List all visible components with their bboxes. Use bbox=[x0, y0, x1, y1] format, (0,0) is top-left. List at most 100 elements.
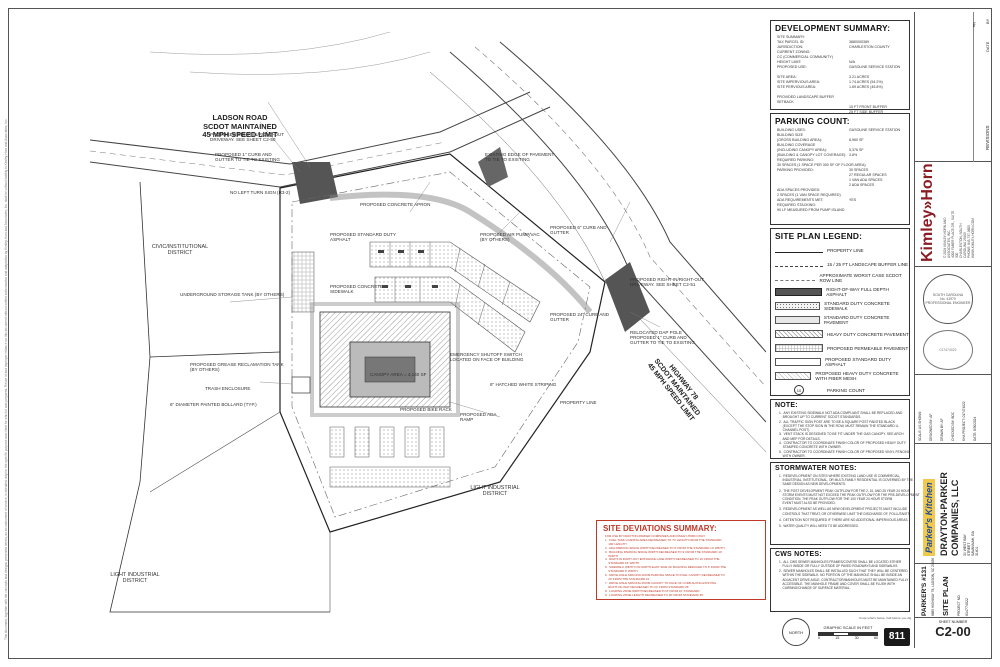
note-line: ADJACENT DRIVE AISLE. CONTRACTOR/MANHOLE… bbox=[779, 577, 909, 582]
note-line: WIDTH bbox=[605, 553, 618, 558]
summary-key: SITE SUMMARY: bbox=[777, 35, 806, 39]
callout-curb-gutter-top: PROPOSED 1'' CURB AND GUTTER TO TIE TO E… bbox=[215, 152, 280, 163]
note-line: ACCESSIBLE. THE MANHOLE FRAME AND COVER … bbox=[779, 582, 896, 587]
note-line: 5. WATER QUALITY WILL NEED TO BE ADDRESS… bbox=[779, 524, 859, 529]
summary-row: SITE PERVIOUS AREA:1.69 ACRES (45.8%) bbox=[771, 85, 909, 90]
legend-label: PROPOSED STANDARD DUTY ASPHALT bbox=[825, 357, 892, 367]
revisions-label: REVISIONS bbox=[985, 125, 990, 150]
sheet-number-block: SHEET NUMBER C2-00 bbox=[915, 618, 991, 648]
ladson-driveway bbox=[292, 162, 338, 204]
legend-item: PROPOSED PERMEABLE PAVEMENT bbox=[771, 341, 909, 355]
callout-property-line: PROPERTY LINE bbox=[560, 400, 597, 405]
civic-zone-label: CIVIC/INSTITUTIONAL DISTRICT bbox=[151, 244, 209, 256]
sheet-number-label: SHEET NUMBER bbox=[938, 620, 968, 624]
project-no-label: PROJECT NO. bbox=[957, 594, 961, 616]
firm-block: Kimley»Horn © 2024 KIMLEY-HORN AND ASSOC… bbox=[915, 162, 991, 267]
note-line: WITH OWNER. bbox=[779, 453, 806, 458]
callout-canopy-area: CANOPY AREA = 4,140 SF bbox=[370, 372, 427, 377]
north-arrow-icon: NORTH bbox=[782, 618, 810, 646]
note-line: 4. CONTRACTOR TO COORDINATE FINISH COLOR… bbox=[779, 441, 906, 446]
note-line: INDUSTRIAL, INSTITUTIONAL, OR MULTI-FAMI… bbox=[779, 478, 914, 483]
note-line: 7. DRIVE AISLE SPACING FROM CANOPY TO FA… bbox=[605, 580, 717, 585]
legend-label: STANDARD DUTY CONCRETE PAVEMENT bbox=[823, 315, 890, 325]
legend-item: HEAVY DUTY CONCRETE PAVEMENT bbox=[771, 327, 909, 341]
note-line: 1. ALL CWS SEWER MANHOLES FRAMES/COVERS … bbox=[779, 560, 902, 564]
scale-tick: 15 bbox=[835, 636, 840, 640]
summary-value: 25 FT SIDE BUFFER bbox=[849, 110, 884, 114]
site-plan-svg bbox=[89, 31, 766, 613]
legend-item: PROPOSED STANDARD DUTY ASPHALT bbox=[771, 355, 909, 369]
summary-row: 1 VAN ADA SPACES bbox=[771, 178, 909, 183]
legend-label: PARKING COUNT bbox=[827, 387, 865, 393]
summary-value: 3.8% bbox=[849, 153, 858, 157]
ladson-road-label: LADSON ROAD SCDOT MAINTAINED 45 MPH SPEE… bbox=[202, 113, 278, 140]
callout-ladson-driveway: PROPOSED RIGHT-IN/RIGHT-OUT DRIVEWAY. SE… bbox=[210, 132, 285, 143]
site-deviations-panel: SITE DEVIATIONS SUMMARY: FOR USE BY DRAY… bbox=[596, 520, 766, 600]
note-line: WITHIN THE SIDEWALK. NO PORTION OF THE M… bbox=[779, 573, 903, 578]
note-line: 9. LOADING ZONE LENGTH DECREASED TO 30' … bbox=[605, 592, 704, 597]
parking-count-title: PARKING COUNT: bbox=[775, 116, 850, 126]
summary-key: SITE AREA: bbox=[777, 75, 797, 79]
lower-parking bbox=[329, 466, 451, 488]
cws-title: CWS NOTES: bbox=[775, 551, 822, 558]
summary-row: PARKING PROVIDED:30 SPACES bbox=[771, 168, 909, 173]
designed-by: DESIGNED BY: AF bbox=[929, 413, 933, 441]
legend-swatch-icon bbox=[775, 302, 821, 310]
summary-key: REQUIRED STACKING: bbox=[777, 203, 817, 207]
summary-key: JURISDICTION: bbox=[777, 45, 804, 49]
summary-row: 25 FT SIDE BUFFER bbox=[771, 110, 909, 115]
summary-key: PROPOSED USE: bbox=[777, 65, 807, 69]
legend-label: RIGHT-OF-WAY FULL DEPTH ASPHALT bbox=[826, 287, 889, 297]
summary-key: TAX PARCEL ID: bbox=[777, 40, 805, 44]
project-name: PARKER'S #131 bbox=[921, 566, 928, 616]
callout-emergency-shutoff: EMERGENCY SHUTOFF SWITCH LOCATED ON FACE… bbox=[450, 352, 524, 363]
legend-label: 15 / 25 FT LANDSCAPE BUFFER LINE bbox=[827, 261, 909, 267]
summary-value: CC (COMMERCIAL COMMUNITY) bbox=[777, 55, 833, 59]
kimley-horn-logo: Kimley»Horn bbox=[919, 163, 936, 262]
summary-key: REQUIRED PARKING: bbox=[777, 158, 814, 162]
summary-value: 3880000389 bbox=[849, 40, 869, 44]
note-line: 4. RIGHT-IN RIGHT-OUT ENTRANCE LANE WIDT… bbox=[605, 557, 720, 562]
note-line: 2. THE POST DEVELOPMENT PEAK OUTFLOW FOR… bbox=[779, 488, 911, 493]
summary-value: 1 VAN ADA SPACES bbox=[849, 178, 883, 182]
scale-tick: 60 bbox=[874, 636, 878, 640]
summary-row: 27 REGULAR SPACES bbox=[771, 173, 909, 178]
summary-value: 2 SPACES (1 VAN SPACE REQUIRED) bbox=[777, 193, 841, 197]
cws-list: 1. ALL CWS SEWER MANHOLES FRAMES/COVERS … bbox=[771, 560, 909, 591]
stormwater-title: STORMWATER NOTES: bbox=[775, 465, 857, 472]
summary-key: ADA REQUIREMENTS MET: bbox=[777, 198, 824, 202]
summary-key: ADA SPACES PROVIDED: bbox=[777, 188, 821, 192]
legend-swatch-icon bbox=[775, 262, 823, 267]
summary-value: 30 SPACES (1 SPACE PER 300 SF OF FLOOR A… bbox=[777, 163, 866, 167]
top-sidewalk bbox=[329, 191, 593, 314]
property-boundary bbox=[279, 153, 606, 533]
note-line: 3. BUILDING PARKING SPACE WIDTH DECREASE… bbox=[605, 549, 723, 554]
summary-key: BUILDING USES: bbox=[777, 128, 806, 132]
revisions-strip: No. REVISIONS DATE BY bbox=[915, 12, 991, 162]
summary-key: BUILDING SIZE bbox=[777, 133, 803, 137]
callout-dap-pole: RELOCATED DAP POLE PROPOSED 1'' CURB AND… bbox=[630, 330, 695, 346]
parkers-kitchen-logo: Parker's Kitchen bbox=[923, 479, 935, 556]
site-plan-drawing: LADSON ROAD SCDOT MAINTAINED 45 MPH SPEE… bbox=[30, 12, 766, 648]
summary-key: SITE IMPERVIOUS AREA: bbox=[777, 80, 821, 84]
note-line: FOR USE BY DRAYTON-PARKER COMPANIES AND … bbox=[605, 534, 706, 538]
sc-call-note: Know what's below. Call before you dig. bbox=[859, 616, 912, 620]
left-margin-disclaimer: This document, together with the concept… bbox=[4, 118, 8, 640]
summary-value: CHARLESTON COUNTY bbox=[849, 45, 890, 49]
summary-row: JURISDICTION: CHARLESTON COUNTY bbox=[771, 45, 909, 50]
legend-swatch-icon bbox=[775, 372, 812, 380]
site-deviations-list: FOR USE BY DRAYTON-PARKER COMPANIES AND … bbox=[597, 534, 765, 598]
note-line: 2. ADA PARKING SPACE WIDTH DECREASED TO … bbox=[605, 545, 725, 550]
summary-row: HEIGHT LIMIT:N/A bbox=[771, 60, 909, 65]
summary-value: N/A bbox=[849, 60, 855, 64]
summary-row: ADA SPACES PROVIDED:2 SPACES (1 VAN SPAC… bbox=[771, 188, 909, 198]
note-line: 2. SEWER MANHOLES SHALL BE INSTALLED SUC… bbox=[779, 568, 908, 573]
summary-value: 1.69 ACRES (45.8%) bbox=[849, 85, 883, 89]
callout-bollard: 6" DIAMETER PAINTED BOLLARD (TYP.) bbox=[170, 402, 257, 407]
note-line: 100' LENGTH bbox=[605, 541, 627, 546]
summary-value: 15 FT FRONT BUFFER bbox=[849, 105, 888, 109]
development-summary-title: DEVELOPMENT SUMMARY: bbox=[775, 23, 891, 33]
summary-row: PROPOSED USE:GASOLINE SERVICE STATION bbox=[771, 65, 909, 70]
